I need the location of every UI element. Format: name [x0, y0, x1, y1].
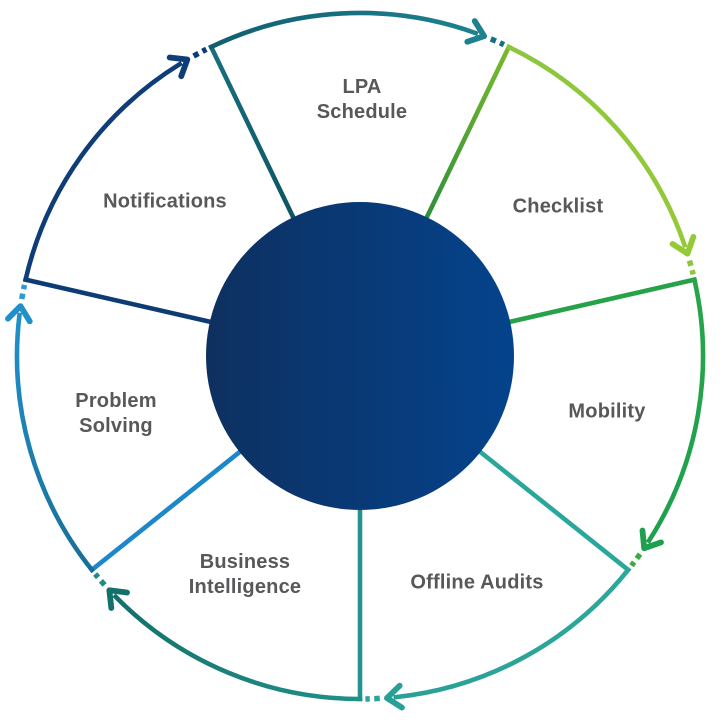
cycle-arc-offline-audits	[384, 566, 632, 711]
cycle-arc-mobility	[639, 276, 706, 552]
segment-divider-notifications	[22, 276, 217, 326]
segment-label-business-intelligence: Business Intelligence	[188, 551, 302, 598]
segment-label-lpa-schedule: LPA Schedule	[316, 76, 408, 123]
arc-dashes-mobility	[629, 552, 643, 568]
segment-label-problem-solving: Problem Solving	[75, 390, 157, 437]
segment-label-offline-audits: Offline Audits	[410, 571, 544, 594]
segment-label-mobility: Mobility	[568, 400, 646, 423]
segment-divider-problem-solving	[88, 446, 246, 574]
arc-dashes-problem-solving	[19, 284, 28, 300]
arc-dashes-checklist	[686, 259, 696, 276]
segment-label-checklist: Checklist	[512, 195, 604, 218]
segment-divider-checklist	[422, 43, 512, 224]
cycle-arc-notifications	[22, 54, 191, 283]
segment-label-notifications: Notifications	[103, 190, 227, 213]
cycle-arc-problem-solving	[5, 303, 96, 574]
arc-dashes-offline-audits	[365, 695, 380, 702]
cycle-arc-business-intelligence	[106, 587, 363, 702]
segment-divider-offline-audits	[474, 446, 632, 574]
arc-dashes-lpa-schedule	[489, 36, 506, 48]
segment-divider-lpa-schedule	[208, 43, 298, 224]
cycle-arc-checklist	[505, 43, 697, 257]
cycle-arc-lpa-schedule	[208, 10, 488, 51]
arc-dashes-business-intelligence	[93, 572, 107, 587]
center-circle	[206, 202, 514, 510]
segment-divider-mobility	[503, 276, 698, 326]
arc-dashes-notifications	[192, 46, 208, 59]
